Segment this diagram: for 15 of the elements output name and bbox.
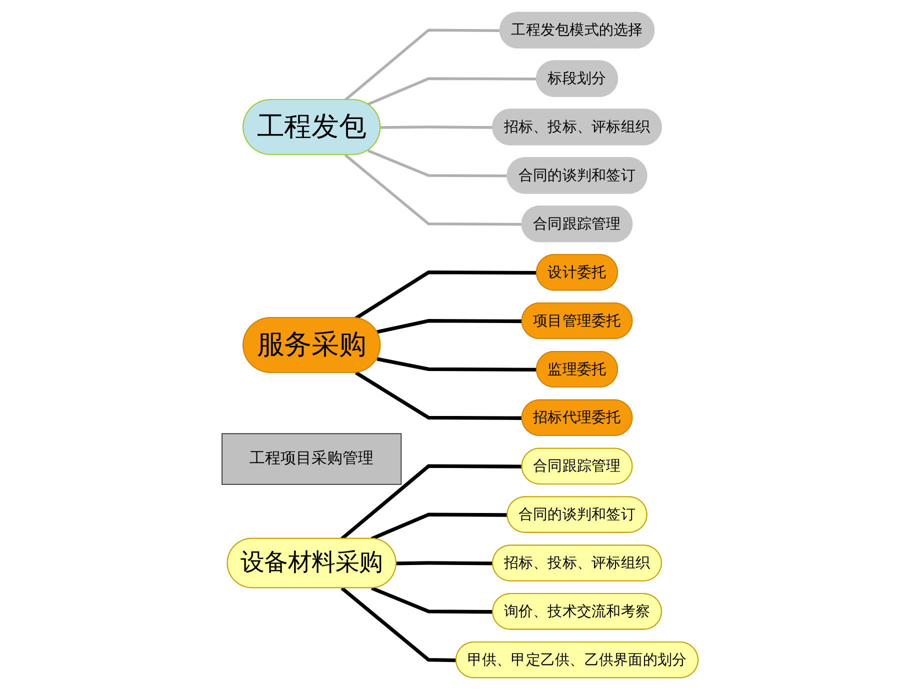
connector	[370, 512, 508, 540]
connector	[380, 126, 494, 129]
node-box: 工程项目采购管理	[222, 433, 402, 485]
connector	[370, 586, 494, 614]
connector	[367, 149, 508, 178]
connector	[354, 270, 537, 320]
connector	[340, 464, 522, 540]
connector	[376, 318, 522, 334]
connector	[344, 28, 500, 102]
connector	[376, 357, 537, 372]
connector	[396, 561, 494, 566]
connector	[340, 586, 456, 662]
connector	[355, 371, 522, 420]
connector	[344, 154, 522, 226]
connector	[367, 77, 537, 106]
